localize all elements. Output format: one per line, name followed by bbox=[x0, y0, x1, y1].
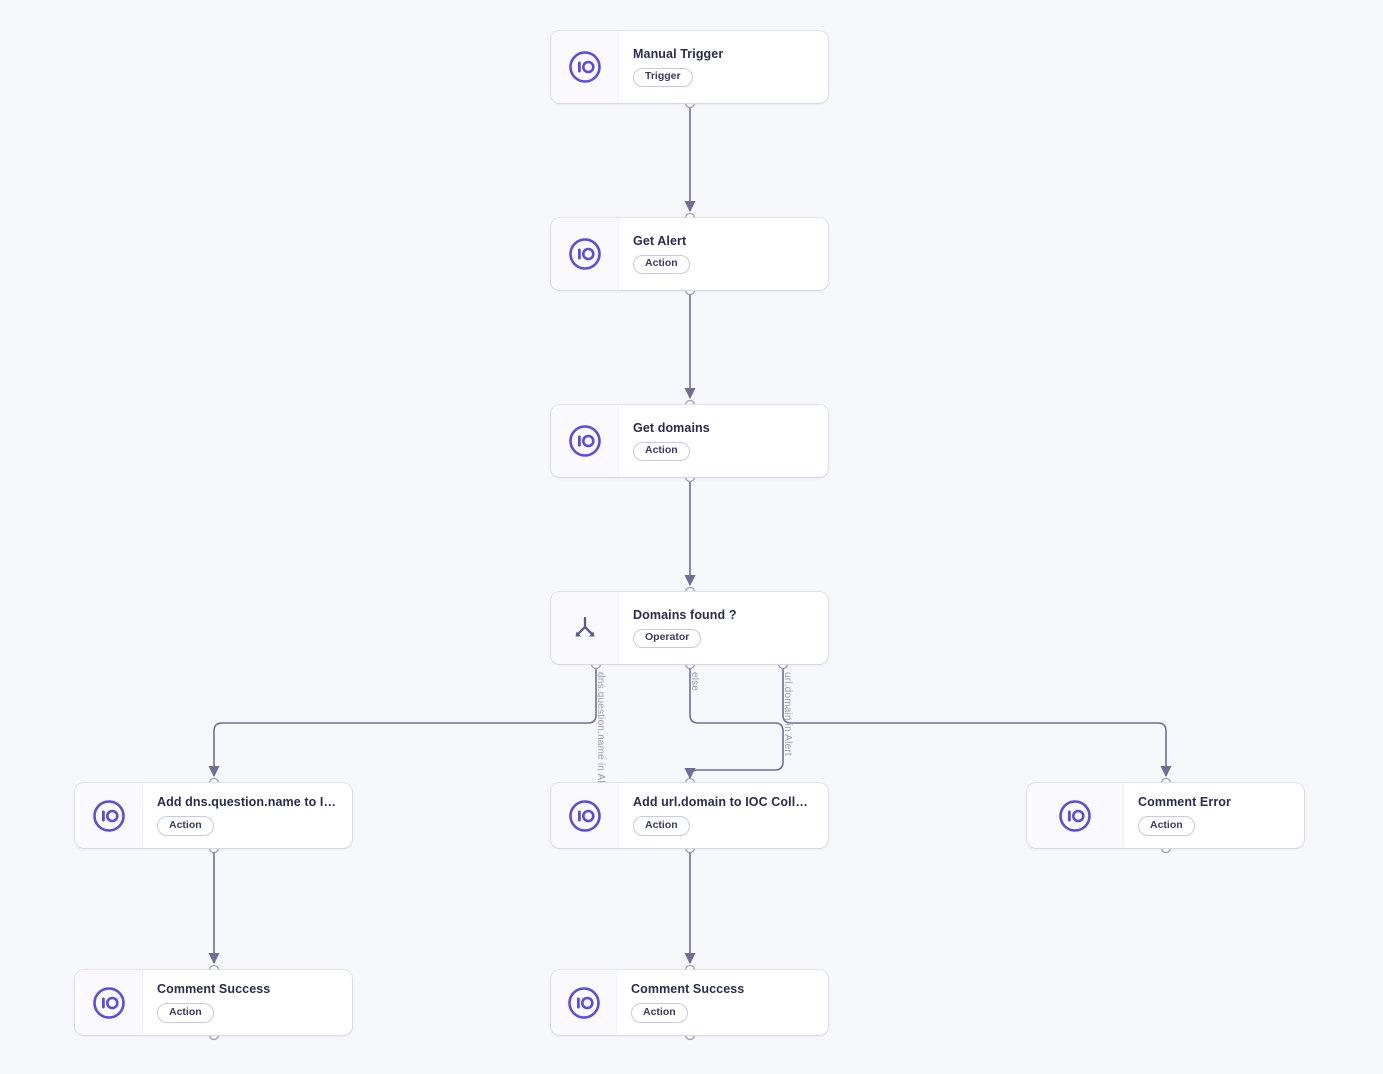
node-title: Comment Error bbox=[1138, 795, 1231, 810]
edge-label-dns: dns.question.name in Alert bbox=[595, 672, 606, 783]
edge-operator-to-dns bbox=[208, 665, 597, 778]
edge-operator-to-url bbox=[684, 665, 784, 780]
node-badge: Action bbox=[631, 1003, 688, 1023]
node-manual-trigger[interactable]: Manual Trigger Trigger bbox=[551, 31, 828, 103]
io-circle-icon bbox=[92, 799, 125, 832]
node-body: Add url.domain to IOC Collection Action bbox=[619, 783, 828, 848]
node-icon-panel bbox=[551, 592, 619, 664]
node-get-domains[interactable]: Get domains Action bbox=[551, 405, 828, 477]
node-icon-panel bbox=[1027, 783, 1124, 848]
node-title: Add dns.question.name to IOC ... bbox=[157, 795, 338, 810]
io-circle-icon bbox=[568, 238, 601, 270]
node-body: Add dns.question.name to IOC ... Action bbox=[143, 783, 352, 848]
node-domains-found[interactable]: Domains found ? Operator bbox=[551, 592, 828, 664]
io-circle-icon bbox=[1059, 799, 1091, 832]
node-body: Get domains Action bbox=[619, 405, 828, 477]
edge-label-dns-clip: dns.question.name in Alert bbox=[594, 670, 610, 783]
node-badge: Operator bbox=[633, 628, 702, 649]
edge-operator-to-error bbox=[782, 665, 1172, 778]
node-icon-panel bbox=[75, 970, 143, 1035]
edge-label-else-clip: else bbox=[688, 670, 704, 783]
node-title: Comment Success bbox=[157, 982, 271, 997]
node-comment-success-middle[interactable]: Comment Success Action bbox=[551, 970, 828, 1035]
node-badge: Trigger bbox=[633, 67, 693, 88]
node-icon-panel bbox=[551, 783, 619, 848]
node-title: Domains found ? bbox=[633, 607, 737, 622]
node-badge: Action bbox=[157, 1003, 214, 1023]
node-icon-panel bbox=[75, 783, 143, 848]
node-body: Comment Error Action bbox=[1124, 783, 1304, 848]
node-title: Get domains bbox=[633, 420, 710, 435]
node-title: Manual Trigger bbox=[633, 46, 724, 61]
split-branch-icon bbox=[575, 616, 594, 637]
io-circle-icon bbox=[568, 51, 601, 83]
node-badge: Action bbox=[633, 816, 690, 836]
edge-label-url-clip: url.domain in Alert bbox=[781, 670, 797, 783]
node-icon-panel bbox=[551, 970, 617, 1035]
io-circle-icon bbox=[568, 425, 601, 457]
node-badge: Action bbox=[157, 816, 214, 836]
node-comment-success-left[interactable]: Comment Success Action bbox=[75, 970, 352, 1035]
io-circle-icon bbox=[568, 799, 601, 832]
node-badge: Action bbox=[1138, 816, 1195, 836]
node-add-dns-question-name[interactable]: Add dns.question.name to IOC ... Action bbox=[75, 783, 352, 848]
node-badge: Action bbox=[633, 254, 690, 275]
node-icon-panel bbox=[551, 405, 619, 477]
node-get-alert[interactable]: Get Alert Action bbox=[551, 218, 828, 290]
node-add-url-domain[interactable]: Add url.domain to IOC Collection Action bbox=[551, 783, 828, 848]
node-title: Comment Success bbox=[631, 982, 745, 997]
node-title: Add url.domain to IOC Collection bbox=[633, 795, 814, 810]
io-circle-icon bbox=[567, 986, 600, 1019]
node-comment-error[interactable]: Comment Error Action bbox=[1027, 783, 1304, 848]
edge-label-url: url.domain in Alert bbox=[782, 672, 793, 756]
node-badge: Action bbox=[633, 441, 690, 462]
node-body: Get Alert Action bbox=[619, 218, 828, 290]
io-circle-icon bbox=[92, 986, 125, 1019]
node-icon-panel bbox=[551, 218, 619, 290]
node-body: Manual Trigger Trigger bbox=[619, 31, 828, 103]
node-title: Get Alert bbox=[633, 233, 687, 248]
edge-label-else: else bbox=[689, 672, 700, 692]
node-body: Domains found ? Operator bbox=[619, 592, 828, 664]
node-body: Comment Success Action bbox=[617, 970, 828, 1035]
node-icon-panel bbox=[551, 31, 619, 103]
node-body: Comment Success Action bbox=[143, 970, 352, 1035]
